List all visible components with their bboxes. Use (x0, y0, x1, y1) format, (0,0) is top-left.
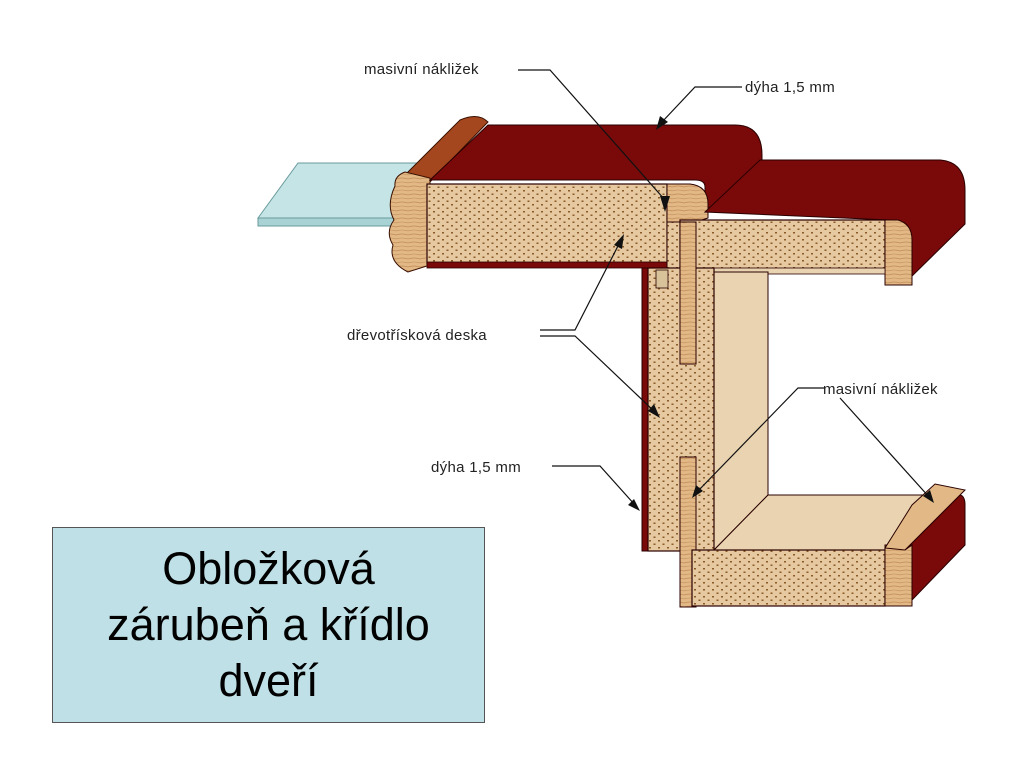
door-leaf (426, 124, 763, 269)
frame-vertical-board (641, 221, 715, 608)
leader-lines (518, 69, 934, 511)
label-chipboard: dřevotřísková deska (347, 327, 487, 344)
title-line-3: dveří (218, 655, 319, 706)
label-edge-right: masivní nákližek (823, 381, 938, 398)
frame-bottom-casing (691, 483, 967, 607)
label-edge-top: masivní nákližek (364, 61, 479, 78)
glazing-bead (388, 116, 489, 273)
label-veneer-bottom: dýha 1,5 mm (431, 459, 521, 476)
title-box: Obložková zárubeň a křídlo dveří (52, 527, 485, 723)
label-veneer-top: dýha 1,5 mm (745, 79, 835, 96)
frame-top-casing (679, 159, 966, 286)
title-line-2: zárubeň a křídlo (107, 599, 430, 650)
title-line-1: Obložková (162, 543, 375, 594)
